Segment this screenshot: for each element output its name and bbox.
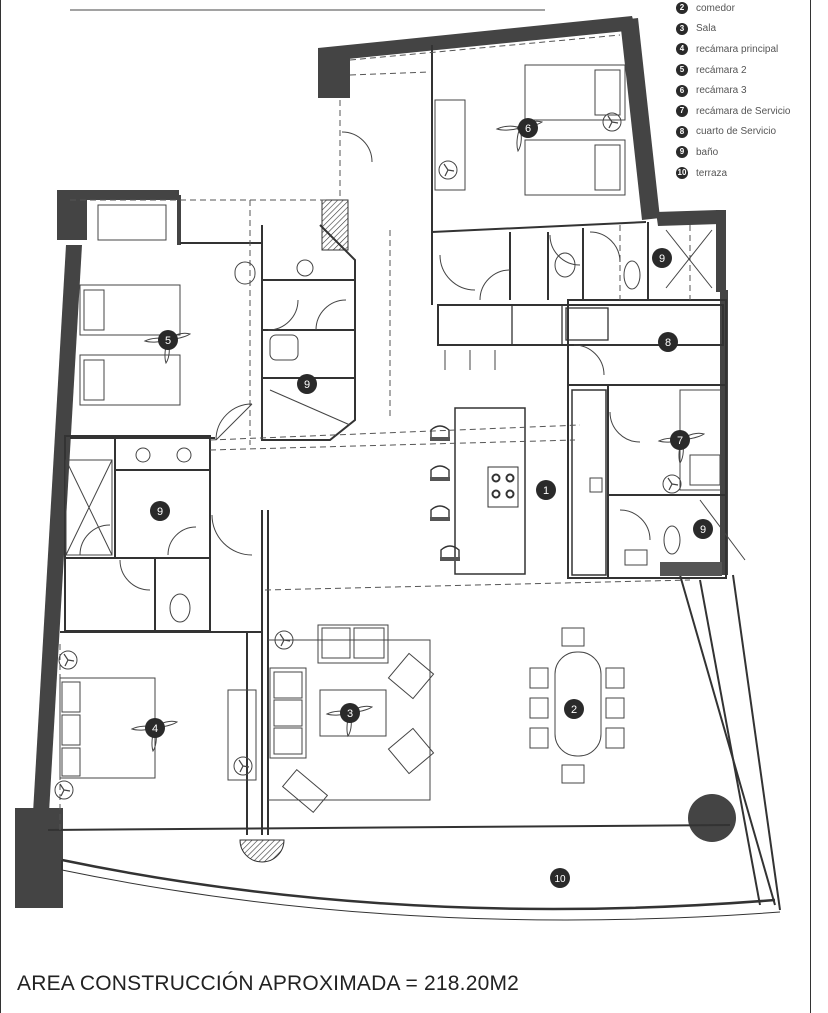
room-marker-bath-service: 9	[659, 253, 665, 265]
legend-number: 7	[676, 105, 688, 118]
legend-item: 9 baño	[676, 142, 826, 163]
legend-label: recámara de Servicio	[696, 105, 791, 117]
legend-number: 5	[676, 64, 688, 77]
legend-number: 10	[676, 167, 688, 180]
room-marker-bath-service-bedroom: 9	[700, 524, 706, 536]
page-border-right	[810, 0, 811, 1013]
room-marker-service-bedroom: 7	[677, 435, 683, 447]
interior-walls	[47, 45, 781, 921]
legend-label: recámara 3	[696, 85, 747, 97]
exterior-walls	[15, 16, 728, 908]
legend-item: 4 recámara principal	[676, 39, 826, 60]
room-marker-bedroom-3: 6	[525, 123, 531, 135]
legend-number: 4	[676, 43, 688, 56]
legend-label: cuarto de Servicio	[696, 126, 777, 138]
legend-label: Sala	[696, 23, 717, 35]
legend-item: 5 recámara 2	[676, 60, 826, 81]
legend-number: 2	[676, 2, 688, 15]
legend-number: 3	[676, 22, 688, 35]
legend-label: terraza	[696, 167, 728, 179]
legend-number: 9	[676, 146, 688, 159]
legend-label: comedor	[696, 2, 735, 14]
legend-label: recámara principal	[696, 43, 779, 55]
room-marker-bath-bedroom2: 9	[304, 379, 310, 391]
legend-item: 3 Sala	[676, 19, 826, 40]
room-marker-bath-left: 9	[157, 506, 163, 518]
legend-item: 8 cuarto de Servicio	[676, 122, 826, 143]
legend-label: baño	[696, 146, 719, 158]
legend-label: recámara 2	[696, 64, 747, 76]
room-marker-1-bg	[536, 480, 556, 500]
room-marker-service-room: 8	[665, 337, 671, 349]
room-marker-dining: 2	[571, 704, 577, 716]
legend-item: 10 terraza	[676, 163, 826, 184]
page-border-left	[0, 0, 1, 1013]
legend-item: 2 comedor	[676, 0, 826, 19]
room-legend: 2 comedor 3 Sala 4 recámara principal 5 recá…	[676, 0, 826, 183]
room-marker-bedroom-2: 5	[165, 335, 171, 347]
legend-number: 8	[676, 125, 688, 138]
room-marker-living: 3	[347, 708, 353, 720]
legend-item: 7 recámara de Servicio	[676, 101, 826, 122]
room-marker-terrace: 10	[554, 874, 566, 885]
room-marker-kitchen: 1	[543, 485, 549, 497]
room-marker-master-bedroom: 4	[152, 723, 158, 735]
legend-number: 6	[676, 84, 688, 97]
legend-item: 6 recámara 3	[676, 80, 826, 101]
area-caption: AREA CONSTRUCCIÓN APROXIMADA = 218.20M2	[17, 972, 520, 995]
